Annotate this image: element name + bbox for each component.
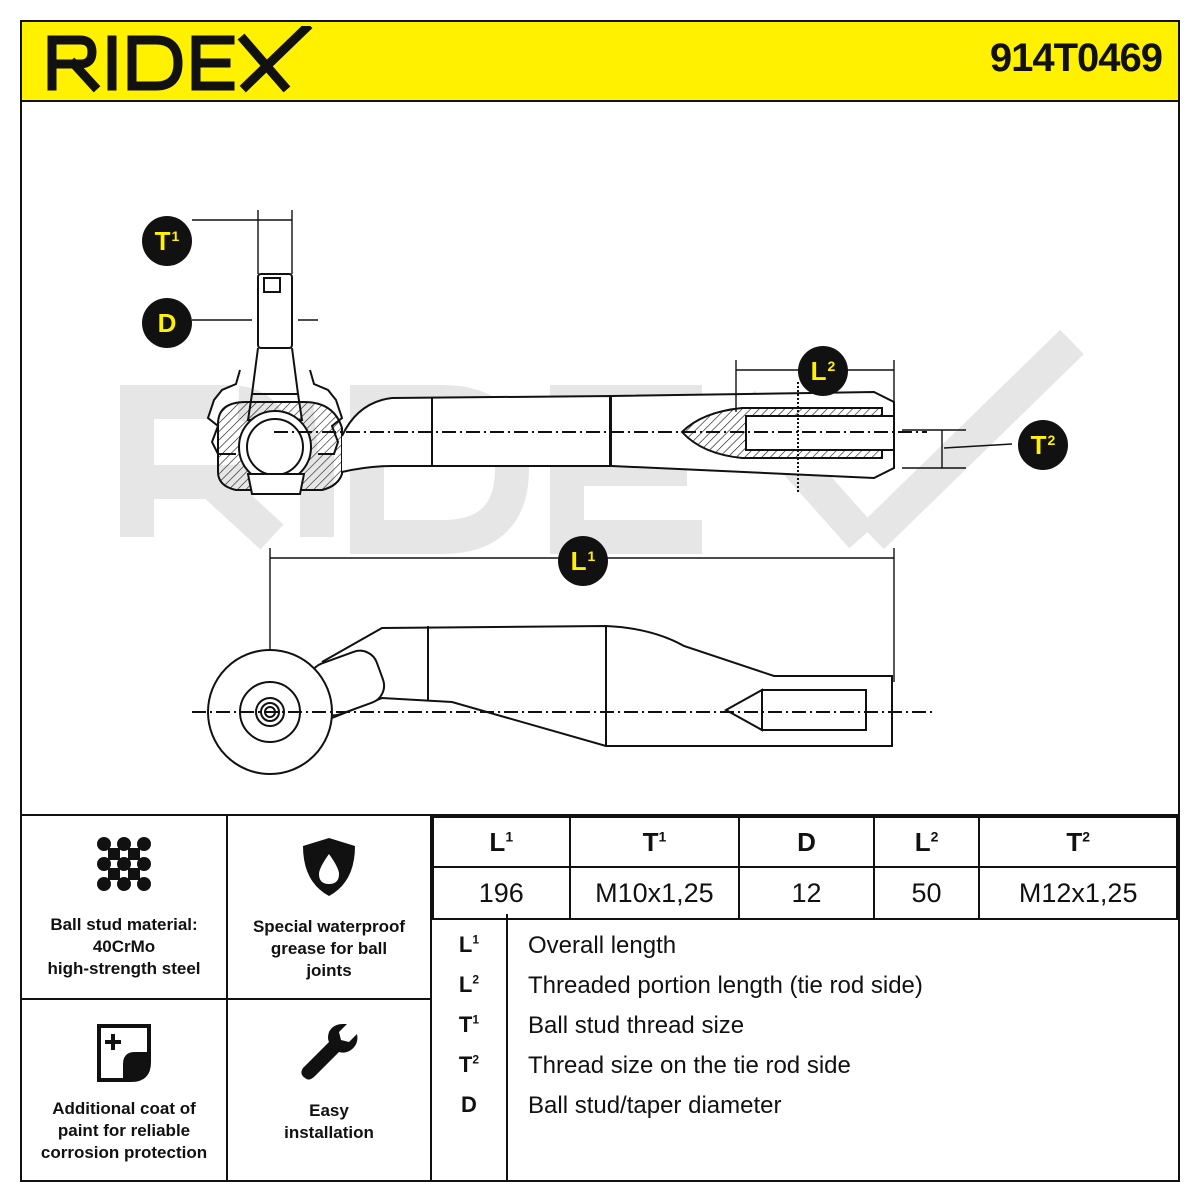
legend-row: L1 Overall length: [432, 932, 1178, 972]
legend-row: D Ball stud/taper diameter: [432, 1092, 1178, 1132]
spec-header-t1: T1: [568, 816, 741, 868]
product-sheet: 914T0469: [20, 20, 1180, 1182]
spec-value-d: 12: [738, 866, 875, 920]
spec-header-d: D: [738, 816, 875, 868]
badge-sup: 1: [587, 548, 596, 564]
ridex-logo-icon: [47, 21, 313, 93]
feature-ball-stud-material: Ball stud material: 40CrMo high-strength…: [22, 816, 228, 1000]
spec-value-t2: M12x1,25: [978, 866, 1178, 920]
spec-table-header: L1 T1 D L2 T2: [432, 816, 1178, 868]
feature-text: Special waterproof grease for ball joint…: [252, 917, 406, 980]
ball-stud-icon: [97, 837, 151, 891]
info-panel: Ball stud material: 40CrMo high-strength…: [22, 814, 1178, 1182]
label-badge-d: D: [142, 298, 192, 348]
spec-header-t2: T2: [978, 816, 1178, 868]
feature-easy-installation: Easy installation: [228, 1000, 432, 1182]
badge-text: T: [154, 225, 171, 256]
spec-table: L1 T1 D L2 T2 196 M10x1,25 12 50 M12x1,2…: [432, 816, 1178, 920]
legend-row: T1 Ball stud thread size: [432, 1012, 1178, 1052]
tie-rod-end-drawing: [120, 210, 1084, 775]
legend-description: Ball stud/taper diameter: [528, 1092, 782, 1119]
top-view: [192, 624, 932, 775]
spec-value-l1: 196: [432, 866, 571, 920]
legend-row: L2 Threaded portion length (tie rod side…: [432, 972, 1178, 1012]
legend-row: T2 Thread size on the tie rod side: [432, 1052, 1178, 1092]
spec-section: L1 T1 D L2 T2 196 M10x1,25 12 50 M12x1,2…: [432, 816, 1178, 1182]
legend-symbol: T1: [458, 1012, 480, 1037]
spec-value-l2: 50: [872, 866, 981, 920]
header-bar: 914T0469: [22, 21, 1178, 102]
legend: L1 Overall length L2 Threaded portion le…: [432, 914, 1178, 1182]
badge-text: D: [157, 307, 177, 338]
legend-symbol: D: [461, 1092, 477, 1117]
feature-waterproof-grease: Special waterproof grease for ball joint…: [228, 816, 432, 1000]
legend-symbol: L2: [458, 972, 480, 997]
brand-logo: [44, 21, 314, 101]
badge-sup: 2: [1047, 432, 1056, 448]
feature-text: Easy installation: [284, 1101, 374, 1142]
legend-description: Threaded portion length (tie rod side): [528, 972, 923, 999]
legend-description: Overall length: [528, 932, 677, 959]
badge-text: L: [570, 545, 587, 576]
spec-header-l2: L2: [872, 816, 981, 868]
badge-sup: 2: [827, 358, 836, 374]
paint-coat-icon: [97, 1024, 151, 1082]
part-number: 914T0469: [989, 36, 1163, 80]
badge-text: T: [1030, 429, 1047, 460]
legend-description: Ball stud thread size: [528, 1012, 745, 1039]
feature-text: Ball stud material: 40CrMo high-strength…: [47, 915, 201, 978]
legend-description: Thread size on the tie rod side: [528, 1052, 851, 1079]
legend-divider: [506, 914, 508, 1182]
spec-value-t1: M10x1,25: [568, 866, 741, 920]
badge-text: L: [810, 355, 827, 386]
spec-header-l1: L1: [432, 816, 571, 868]
side-view: [206, 273, 927, 495]
legend-symbol: L1: [458, 932, 480, 957]
badge-sup: 1: [171, 228, 180, 244]
feature-text: Additional coat of paint for reliable co…: [40, 1099, 208, 1162]
legend-symbol: T2: [458, 1052, 480, 1077]
spec-table-row: 196 M10x1,25 12 50 M12x1,25: [432, 866, 1178, 920]
water-drop-shield-icon: [303, 838, 355, 896]
wrench-icon: [301, 1024, 358, 1080]
feature-paint-coat: Additional coat of paint for reliable co…: [22, 1000, 228, 1182]
